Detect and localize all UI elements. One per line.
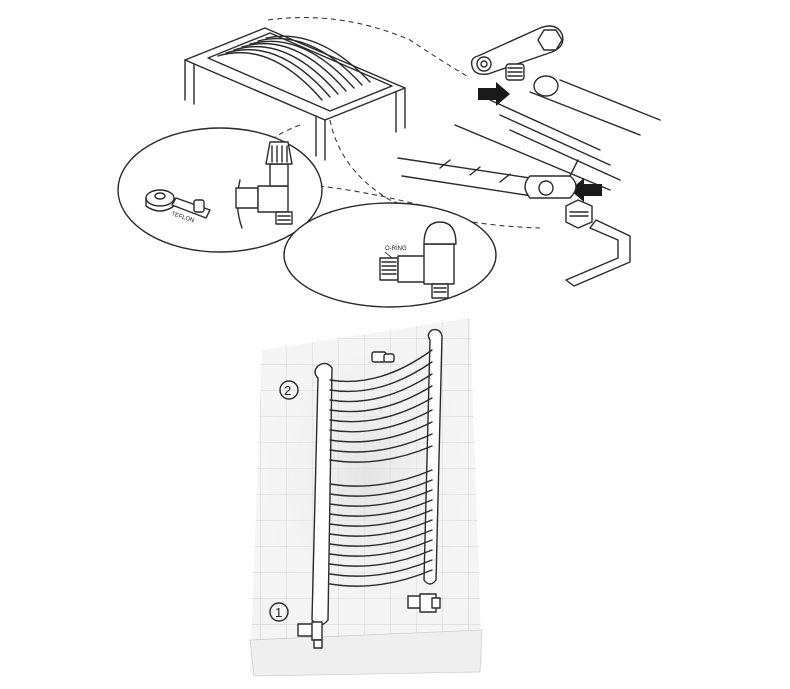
o-ring-callout: O-RING	[283, 202, 497, 308]
o-ring-label: O-RING	[385, 246, 407, 252]
radiator-bars-top	[217, 35, 371, 101]
radiator-collector-upper	[454, 75, 661, 191]
step-one-label: 1	[275, 605, 282, 620]
step-marker-two: 2	[279, 380, 299, 400]
valve-icon	[235, 141, 293, 229]
valve-icon	[297, 621, 323, 649]
direction-arrows	[478, 82, 602, 202]
radiator-bars	[329, 349, 433, 587]
step-two-label: 2	[284, 383, 291, 398]
lower-adapter-fitting	[565, 199, 593, 229]
allen-key-icon	[565, 219, 631, 287]
radiator-on-table	[184, 27, 406, 161]
spanner-icon	[470, 25, 564, 76]
wall-mounted-radiator: 2 1	[249, 318, 483, 677]
step-marker-one: 1	[269, 602, 289, 622]
adapter-fitting-icon	[505, 63, 525, 81]
valve-icon	[407, 593, 441, 613]
radiator-collector-lower	[397, 157, 579, 199]
teflon-callout: TEFLON	[117, 127, 323, 253]
valve-icon	[379, 221, 457, 299]
